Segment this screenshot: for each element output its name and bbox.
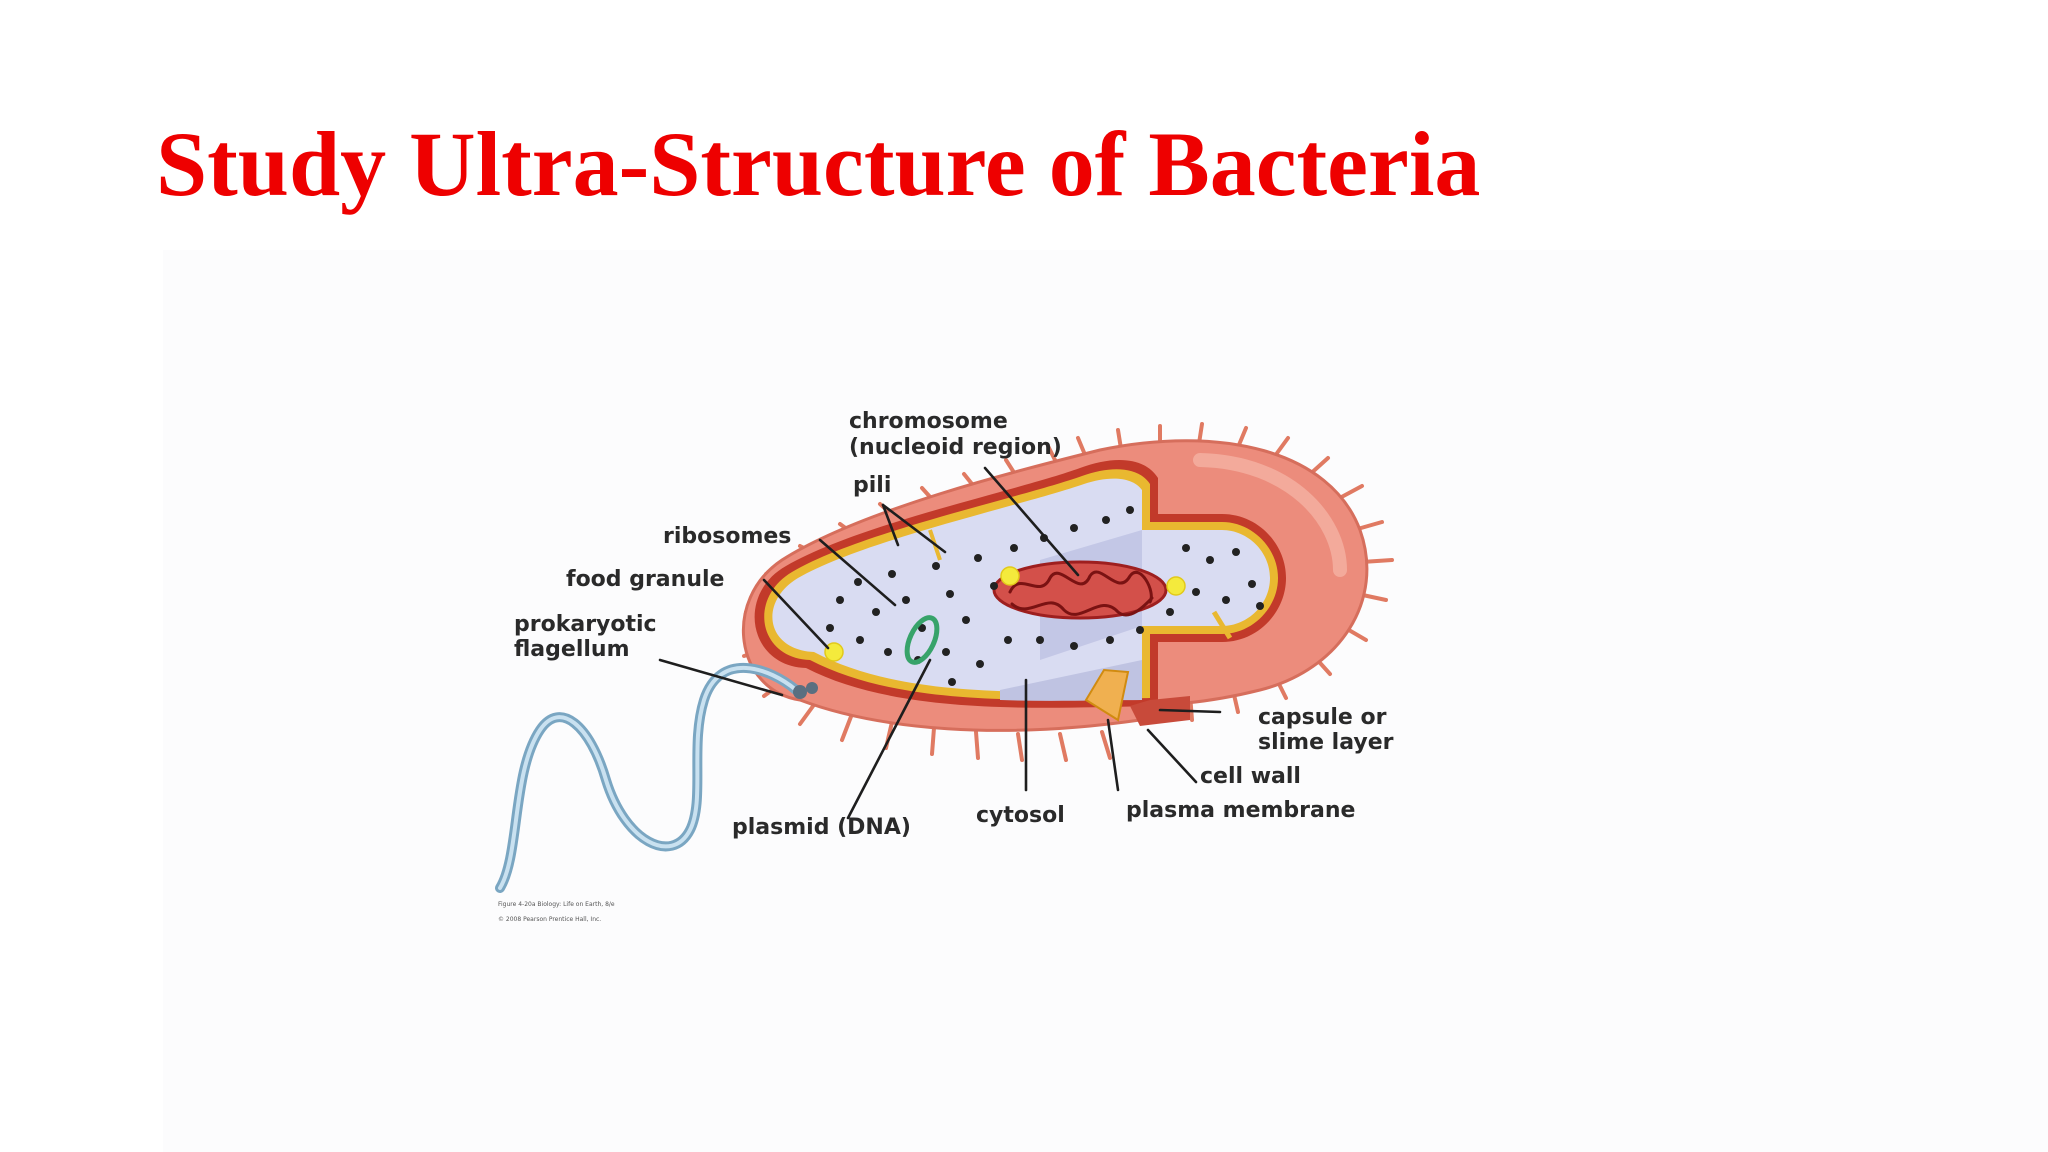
ribosomes-label: ribosomes <box>663 524 791 549</box>
flagellum-label: flagellum <box>514 637 630 662</box>
figure-credit-line-1: Figure 4-20a Biology: Life on Earth, 8/e <box>498 901 615 908</box>
plasmid-label: plasmid (DNA) <box>732 815 911 840</box>
figure-credit-line-2: © 2008 Pearson Prentice Hall, Inc. <box>498 916 601 923</box>
capsule-label: capsule or <box>1258 705 1387 730</box>
food-granules <box>824 566 1186 662</box>
plasmid <box>904 615 940 665</box>
chromosome-label: chromosome <box>849 409 1008 434</box>
slime-layer-label: slime layer <box>1258 730 1394 755</box>
pili-label: pili <box>853 473 891 498</box>
prokaryotic-label: prokaryotic <box>514 612 657 637</box>
leader-lines <box>658 466 1222 820</box>
slide-title: Study Ultra-Structure of Bacteria <box>156 113 1481 215</box>
chromosome <box>992 560 1168 620</box>
cytosol-label: cytosol <box>976 803 1065 828</box>
food-granule-label: food granule <box>566 567 724 592</box>
nucleoid-region-label: (nucleoid region) <box>849 435 1062 460</box>
cell-wall-label: cell wall <box>1200 764 1301 789</box>
plasma-membrane-label: plasma membrane <box>1126 798 1355 823</box>
flagellum <box>495 663 801 893</box>
